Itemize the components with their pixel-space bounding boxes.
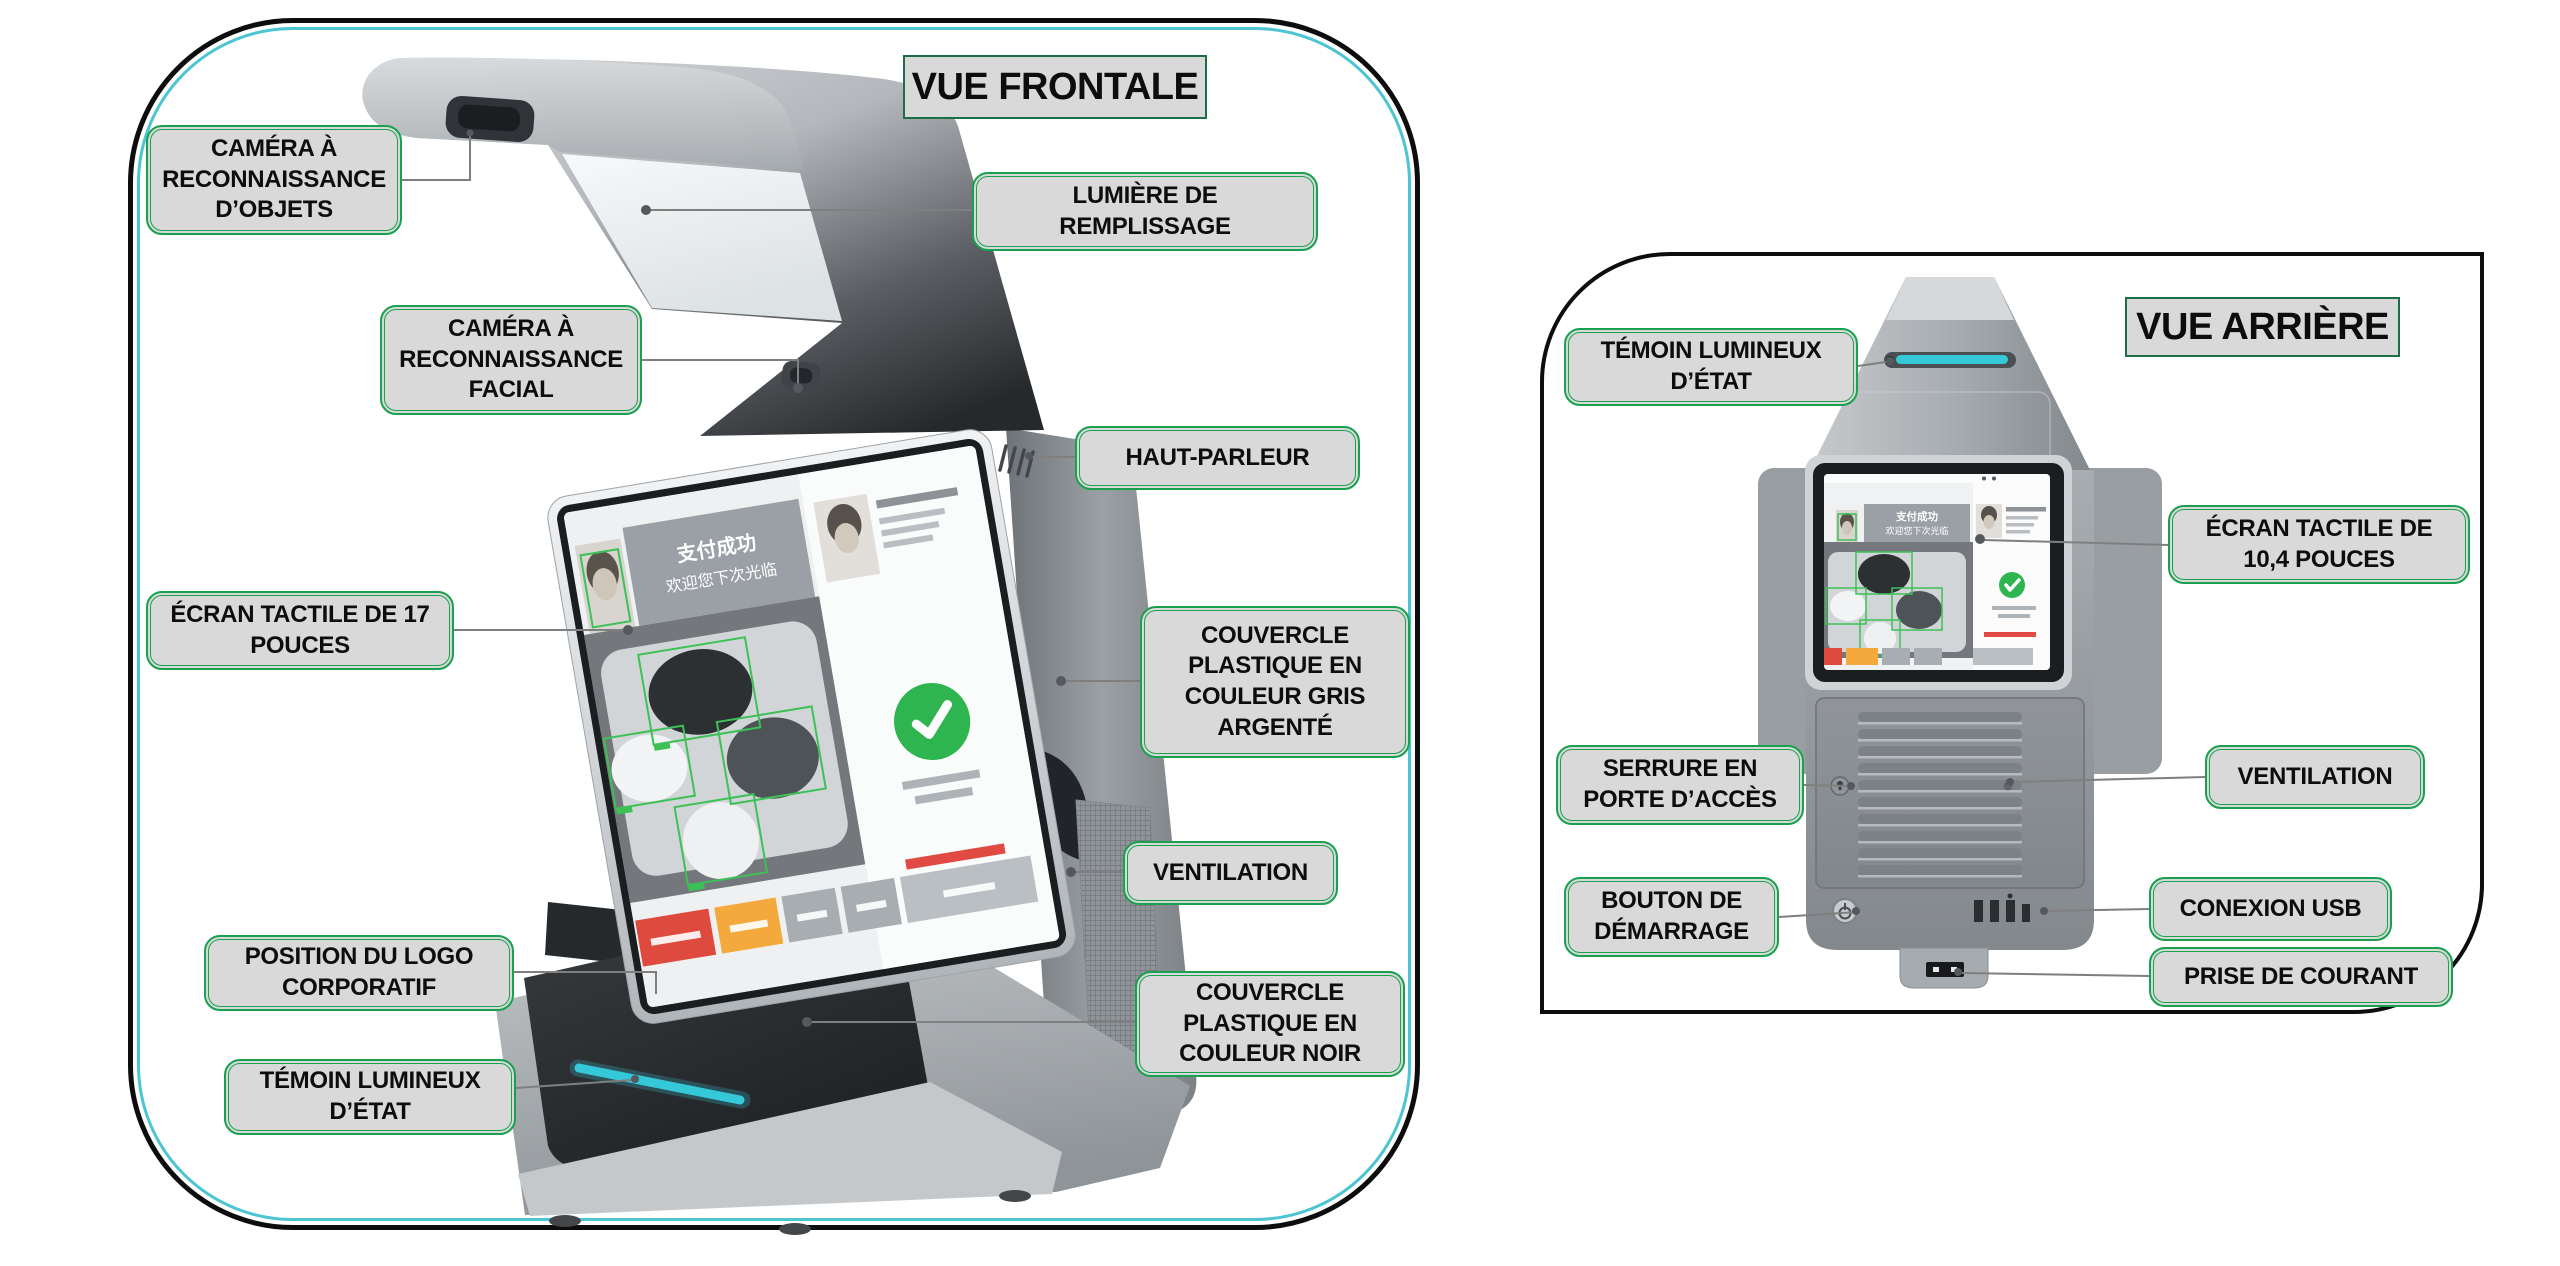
- label-ecran-17: ÉCRAN TACTILE DE 17 POUCES: [146, 591, 454, 670]
- front-view-title: VUE FRONTALE: [903, 55, 1207, 119]
- connector-temoin-front: [515, 1075, 639, 1089]
- label-logo-corporatif: POSITION DU LOGO CORPORATIF: [204, 935, 514, 1011]
- label-ventilation-front: VENTILATION: [1123, 841, 1338, 905]
- status-led-bar: [574, 1063, 745, 1105]
- red-notice-text: [1984, 632, 2036, 637]
- connector-prise: [1954, 968, 2150, 977]
- connector-logo: [514, 971, 657, 994]
- label-couvercle-noir: COUVERCLE PLASTIQUE EN COULEUR NOIR: [1135, 971, 1405, 1077]
- check-icon: [1999, 572, 2025, 598]
- screen-buttons: [1824, 648, 2033, 665]
- label-conexion-usb: CONEXION USB: [2149, 877, 2392, 941]
- food-tray-photo: [583, 596, 866, 903]
- food-tray-photo: [1824, 542, 1973, 658]
- label-serrure: SERRURE EN PORTE D’ACCÈS: [1556, 745, 1804, 825]
- foot: [779, 1223, 811, 1235]
- connector-camera-facial: [642, 359, 803, 393]
- connector-ecran-17: [454, 625, 633, 635]
- label-lumiere-remplissage: LUMIÈRE DE REMPLISSAGE: [972, 172, 1318, 251]
- face-photo-left: [574, 538, 637, 639]
- label-bouton-demarrage: BOUTON DE DÉMARRAGE: [1564, 877, 1779, 957]
- arm-head: [362, 57, 804, 170]
- screen-header-line1: 支付成功: [1895, 510, 1938, 523]
- rear-column: [1810, 277, 2090, 470]
- member-face-photo: [1976, 504, 2002, 538]
- usb-ports-icon: [1974, 893, 2030, 922]
- rear-view-title: VUE ARRIÈRE: [2125, 297, 2400, 357]
- connector-ecran-104: [1975, 534, 2169, 546]
- base-bottom-band: [518, 1082, 1062, 1216]
- connector-temoin-rear: [1857, 357, 1894, 367]
- label-prise-courant: PRISE DE COURANT: [2149, 947, 2453, 1007]
- rear-touchscreen: 支付成功 欢迎您下次光临: [1805, 455, 2072, 690]
- foot: [549, 1215, 581, 1227]
- fill-light-panel: [562, 154, 842, 321]
- label-temoin-front: TÉMOIN LUMINEUX D’ÉTAT: [224, 1059, 516, 1135]
- connector-ventilation-rear: [2006, 776, 2206, 786]
- connector-couvercle-gris: [1056, 676, 1140, 686]
- connector-ventilation-front: [1066, 867, 1123, 877]
- connector-serrure: [1803, 782, 1855, 790]
- label-temoin-rear: TÉMOIN LUMINEUX D’ÉTAT: [1564, 328, 1858, 406]
- ventilation-louvers: [1858, 712, 2022, 878]
- rear-device: 支付成功 欢迎您下次光临: [1758, 277, 2162, 989]
- label-camera-facial: CAMÉRA À RECONNAISSANCE FACIAL: [380, 305, 642, 415]
- label-ecran-104: ÉCRAN TACTILE DE 10,4 POUCES: [2168, 505, 2470, 584]
- connector-couvercle-noir: [802, 1017, 1135, 1027]
- screen-header-line2: 欢迎您下次光临: [1885, 525, 1948, 536]
- label-couvercle-gris: COUVERCLE PLASTIQUE EN COULEUR GRIS ARGE…: [1140, 606, 1410, 758]
- front-device: 支付成功 欢迎您下次光临: [362, 57, 1197, 1235]
- connector-lumiere: [641, 205, 972, 215]
- rear-column-cap: [1886, 277, 2014, 320]
- detection-boxes: [602, 636, 827, 887]
- connector-conexion-usb: [2040, 907, 2150, 915]
- label-camera-objets: CAMÉRA À RECONNAISSANCE D’OBJETS: [146, 125, 402, 235]
- connector-bouton: [1778, 907, 1860, 918]
- check-icon: [894, 683, 971, 761]
- face-recognition-camera-icon: [781, 360, 821, 392]
- red-notice-text: [905, 843, 1006, 870]
- rear-screen-ui: 支付成功 欢迎您下次光临: [1824, 474, 2050, 670]
- connector-camera-objets: [402, 129, 474, 181]
- label-ventilation-rear: VENTILATION: [2205, 745, 2425, 809]
- member-face-photo: [813, 493, 881, 583]
- screen-buttons: [635, 855, 1039, 967]
- foot: [999, 1190, 1031, 1202]
- connector-haut-parleur: [1025, 452, 1075, 460]
- front-touchscreen: 支付成功 欢迎您下次光临: [547, 429, 1076, 1024]
- label-haut-parleur: HAUT-PARLEUR: [1075, 426, 1360, 490]
- face-photo-left: [1836, 510, 1858, 542]
- front-screen-ui: 支付成功 欢迎您下次光临: [563, 445, 1061, 1008]
- power-socket: [1899, 947, 1989, 989]
